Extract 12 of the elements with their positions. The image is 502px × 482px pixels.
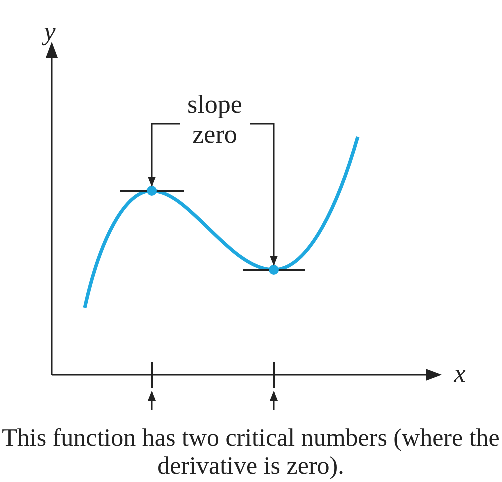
pointer-arrow	[148, 391, 156, 410]
critical-point	[269, 265, 279, 275]
tick-mark	[273, 362, 275, 388]
critical-point	[147, 186, 157, 196]
axis-label: y	[41, 18, 57, 47]
tick-mark	[151, 362, 153, 388]
axis-label: x	[453, 360, 467, 389]
callout-text: slope zero	[186, 90, 244, 150]
leader-arrow	[148, 123, 180, 187]
caption: This function has two critical numbers (where the derivative is zero).	[1, 425, 501, 480]
pointer-arrow	[270, 391, 278, 410]
leader-arrow	[250, 123, 278, 266]
